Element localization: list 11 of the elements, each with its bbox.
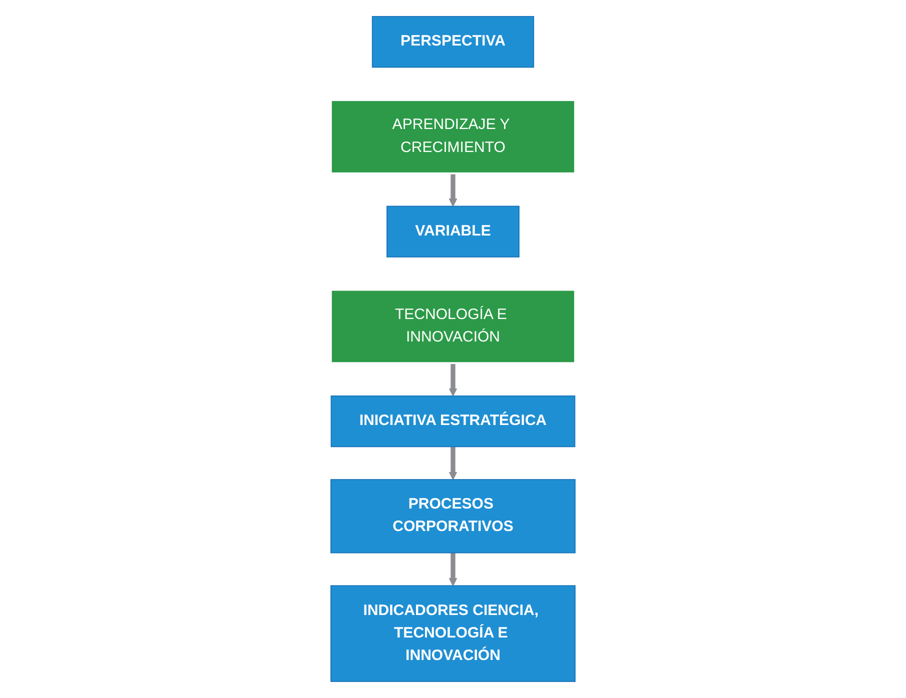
- node-box: VARIABLE: [386, 206, 520, 258]
- arrow: [448, 173, 458, 207]
- node-box: APRENDIZAJE Y CRECIMIENTO: [330, 99, 576, 174]
- node-box: TECNOLOGÍA E INNOVACIÓN: [330, 288, 576, 364]
- node-box: PERSPECTIVA: [372, 16, 534, 68]
- arrow: [448, 446, 458, 480]
- node-box: INDICADORES CIENCIA, TECNOLOGÍA E INNOVACIÓN: [330, 585, 576, 682]
- arrow: [448, 552, 458, 586]
- node-box: PROCESOS CORPORATIVOS: [330, 479, 576, 554]
- node-box: INICIATIVA ESTRATÉGICA: [330, 395, 576, 448]
- arrow: [448, 363, 458, 396]
